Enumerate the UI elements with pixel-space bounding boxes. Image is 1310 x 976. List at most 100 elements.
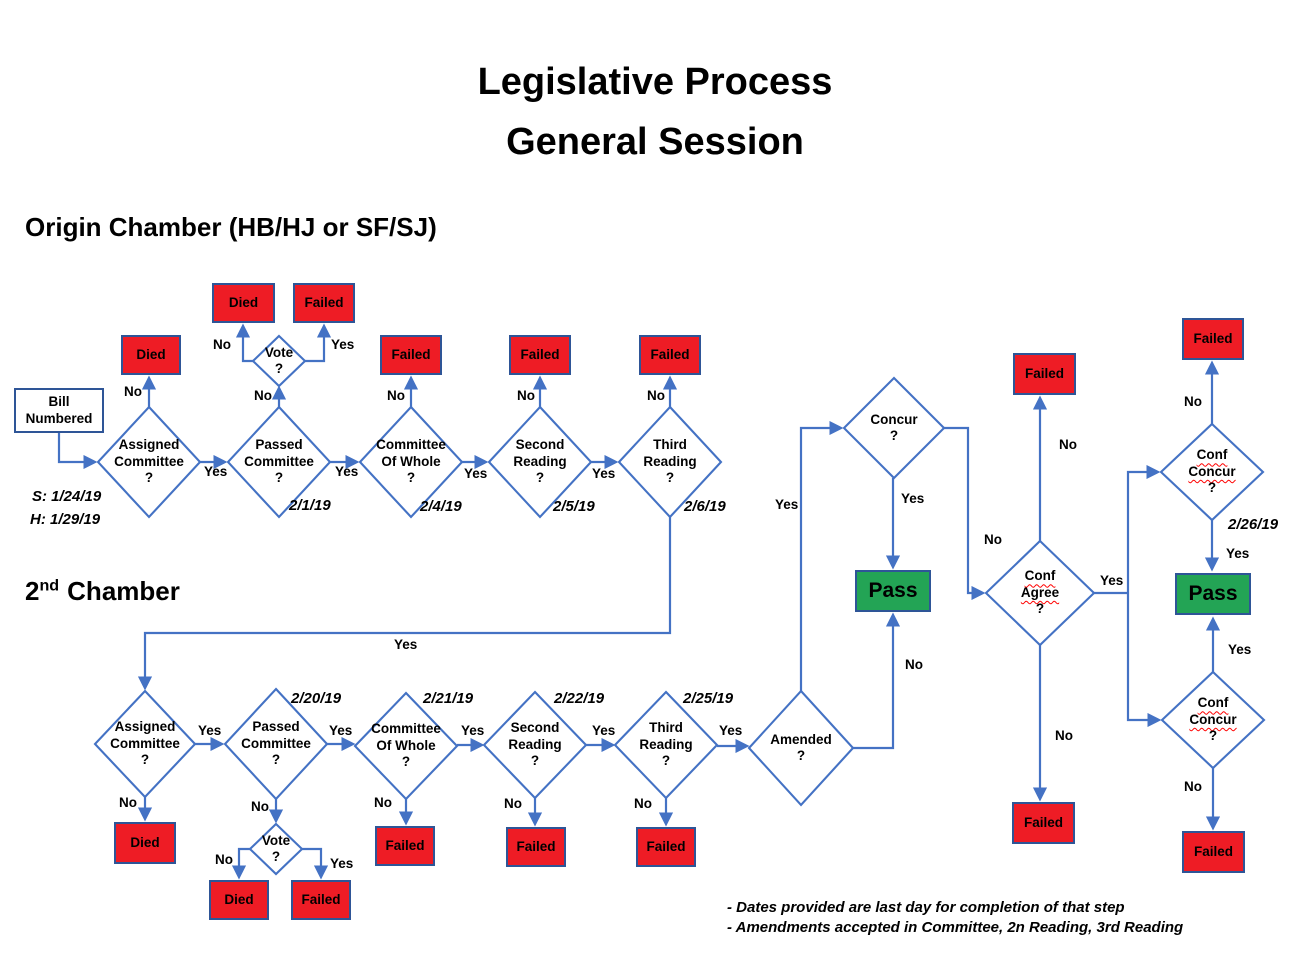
date-2nd-second-reading: 2/22/19 bbox=[554, 690, 605, 707]
amended-label: Amended bbox=[770, 731, 832, 747]
assigned-committee-2nd-shape bbox=[93, 689, 197, 799]
yes-origin-assigned: Yes bbox=[204, 464, 228, 479]
date-origin-passed: 2/1/19 bbox=[289, 497, 331, 514]
conf-concur-bottom-label: ? bbox=[1208, 728, 1218, 744]
concur-label: ? bbox=[889, 428, 899, 443]
conf-concur-bottom-label: Concur bbox=[1189, 711, 1237, 727]
second-reading-2nd-label: ? bbox=[530, 753, 540, 769]
failed-2nd-committee-whole: Failed bbox=[375, 826, 435, 866]
yes-2nd-vote: Yes bbox=[330, 856, 354, 871]
yes-2nd-second-reading: Yes bbox=[592, 723, 616, 738]
connector-concur-no bbox=[944, 426, 986, 601]
page-title: Legislative Process General Session bbox=[0, 52, 1310, 172]
concur: Concur? bbox=[844, 378, 944, 478]
second-reading-origin-shape bbox=[487, 405, 593, 519]
third-reading-2nd-label: Third bbox=[649, 720, 683, 736]
yes-amended: Yes bbox=[775, 497, 799, 512]
committee-whole-2nd-label: Committee bbox=[371, 721, 441, 737]
no-2nd-assigned: No bbox=[119, 795, 137, 810]
conf-concur-top-label: Concur bbox=[1188, 463, 1236, 479]
failed-origin-vote-label: Failed bbox=[304, 294, 344, 310]
passed-committee-2nd-shape bbox=[223, 687, 329, 801]
no-amended: No bbox=[905, 657, 923, 672]
conf-concur-top-label: Conf bbox=[1196, 447, 1228, 463]
vote-2nd: Vote? bbox=[250, 824, 302, 874]
conf-agree-shape bbox=[984, 539, 1096, 647]
no-origin-second-reading: No bbox=[517, 388, 535, 403]
yes-conf-agree: Yes bbox=[1100, 573, 1124, 588]
failed-conf-agree-down-label: Failed bbox=[1023, 814, 1063, 830]
date-origin-third-reading: 2/6/19 bbox=[684, 498, 726, 515]
third-reading-origin-label: ? bbox=[665, 470, 675, 486]
yes-conf-concur-top: Yes bbox=[1226, 546, 1250, 561]
yes-2nd-assigned: Yes bbox=[198, 723, 222, 738]
died-origin-assigned-label: Died bbox=[136, 346, 166, 362]
concur-label: Concur bbox=[870, 411, 918, 427]
third-reading-origin-shape bbox=[617, 405, 723, 519]
conf-concur-top-shape bbox=[1159, 422, 1265, 522]
no-2nd-passed: No bbox=[251, 799, 269, 814]
committee-whole-origin-shape bbox=[358, 405, 464, 519]
third-reading-2nd-label: ? bbox=[661, 753, 671, 769]
vote-2nd-shape bbox=[248, 822, 304, 876]
date-2nd-third-reading: 2/25/19 bbox=[683, 690, 734, 707]
passed-committee-2nd-label: Committee bbox=[241, 735, 311, 751]
footnote-dates: - Dates provided are last day for comple… bbox=[727, 899, 1125, 916]
pass-conference: Pass bbox=[1175, 573, 1251, 615]
no-2nd-committee-whole: No bbox=[374, 795, 392, 810]
failed-2nd-vote-label: Failed bbox=[301, 891, 341, 907]
committee-whole-origin-label: Committee bbox=[376, 437, 446, 453]
yes-origin-second-reading: Yes bbox=[592, 466, 616, 481]
no-origin-third-reading: No bbox=[647, 388, 665, 403]
connector-vote-2nd-no bbox=[231, 847, 250, 880]
failed-origin-third-reading-label: Failed bbox=[650, 346, 690, 362]
connector-vote-2nd-yes bbox=[302, 847, 329, 880]
intro-date-house: H: 1/29/19 bbox=[30, 511, 101, 528]
connector-conf-agree-yes-down bbox=[1126, 593, 1162, 728]
no-2nd-vote: No bbox=[215, 852, 233, 867]
died-origin-vote: Died bbox=[212, 283, 275, 323]
second-reading-origin-label: Second bbox=[515, 437, 565, 453]
yes-2nd-passed: Yes bbox=[329, 723, 353, 738]
failed-origin-committee-whole: Failed bbox=[380, 335, 442, 375]
passed-committee-origin-label: ? bbox=[274, 470, 284, 486]
date-conf-concur: 2/26/19 bbox=[1228, 516, 1279, 533]
no-origin-vote: No bbox=[213, 337, 231, 352]
committee-whole-origin-label: ? bbox=[406, 470, 416, 486]
failed-conf-concur-top-label: Failed bbox=[1193, 330, 1233, 346]
assigned-committee-origin-label: ? bbox=[144, 470, 154, 486]
yes-2nd-committee-whole: Yes bbox=[461, 723, 485, 738]
assigned-committee-2nd-label: ? bbox=[140, 752, 150, 768]
connector-amended-yes bbox=[799, 420, 844, 691]
second-chamber-word: Chamber bbox=[67, 576, 180, 606]
yes-concur: Yes bbox=[901, 491, 925, 506]
second-reading-2nd-shape bbox=[482, 690, 588, 800]
failed-conf-concur-bottom-label: Failed bbox=[1193, 843, 1233, 859]
failed-origin-second-reading: Failed bbox=[509, 335, 571, 375]
failed-origin-vote: Failed bbox=[293, 283, 355, 323]
died-2nd-assigned-label: Died bbox=[130, 834, 160, 850]
yes-conf-concur-bottom: Yes bbox=[1228, 642, 1252, 657]
title-line-1: Legislative Process bbox=[477, 61, 833, 103]
connector-conf-agree-yes-up bbox=[1126, 464, 1161, 593]
date-2nd-committee-whole: 2/21/19 bbox=[423, 690, 474, 707]
failed-2nd-third-reading-label: Failed bbox=[646, 838, 686, 854]
yes-origin-third-reading: Yes bbox=[394, 637, 418, 652]
no-concur: No bbox=[984, 532, 1002, 547]
second-reading-origin-label: Reading bbox=[513, 453, 567, 469]
failed-2nd-second-reading: Failed bbox=[506, 827, 566, 867]
intro-date-senate: S: 1/24/19 bbox=[32, 488, 102, 505]
vote-origin-label: ? bbox=[274, 361, 284, 376]
passed-committee-origin-label: Passed bbox=[255, 437, 303, 453]
assigned-committee-2nd-label: Committee bbox=[110, 735, 180, 751]
